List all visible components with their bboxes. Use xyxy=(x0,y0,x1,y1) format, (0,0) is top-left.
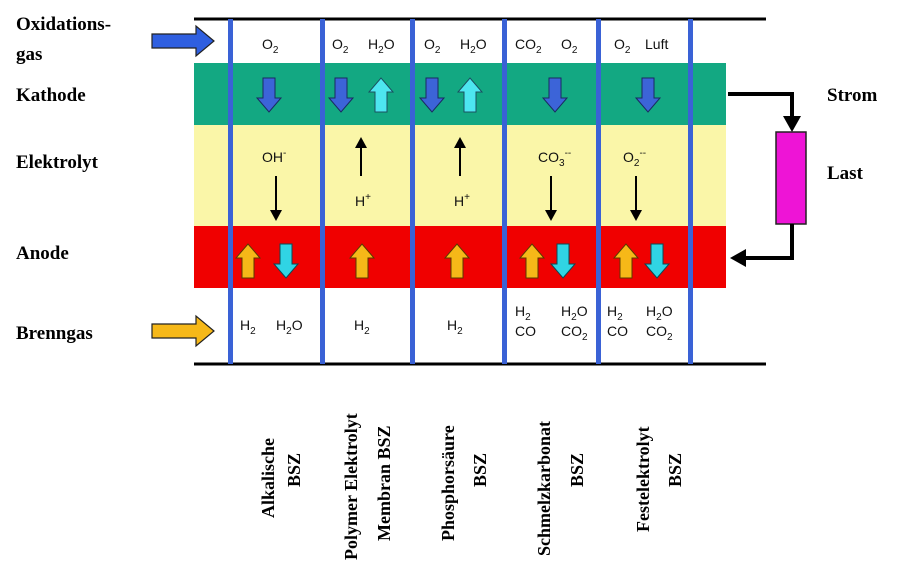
electrolyte-row: OH- H+ H+ CO3-- O2-- xyxy=(262,137,646,221)
cathode-down-arrow-icon xyxy=(327,77,355,113)
cell-label-phosphoric-line1: Phosphorsäure xyxy=(438,425,458,541)
oxidant-co2: CO2 xyxy=(515,36,542,56)
anode-up-arrow-icon xyxy=(518,243,546,279)
fuel-h2: H2 xyxy=(515,303,531,323)
fuel-co2: CO2 xyxy=(646,323,673,343)
load-resistor xyxy=(775,131,807,225)
oxidation-gas-label-line2: gas xyxy=(16,44,42,65)
divider-line xyxy=(502,19,507,364)
cathode-arrows xyxy=(255,77,662,113)
fuel-gas-row: H2 H2O H2 H2 H2 CO H2O CO2 H2 CO H2O CO2 xyxy=(240,303,673,343)
divider-line xyxy=(596,19,601,364)
oxidant-air: Luft xyxy=(645,36,668,52)
oxidant-o2: O2 xyxy=(614,36,631,56)
cathode-band xyxy=(194,63,726,125)
fuel-co: CO xyxy=(515,323,536,339)
ion-down-arrow-head xyxy=(270,210,282,221)
fuel-co: CO xyxy=(607,323,628,339)
cathode-label: Kathode xyxy=(16,85,86,106)
oxidant-o2: O2 xyxy=(561,36,578,56)
circuit-wire-bottom xyxy=(744,224,794,260)
ion-down-arrow-head xyxy=(630,210,642,221)
anode-label: Anode xyxy=(16,243,69,264)
ion-label: CO3-- xyxy=(538,148,571,169)
cell-label-pem-line2: Membran BSZ xyxy=(374,425,394,541)
fuel-h2: H2 xyxy=(240,317,256,337)
circuit-wire-top xyxy=(728,92,794,118)
oxidation-gas-label-line1: Oxidations- xyxy=(16,14,111,35)
divider-line xyxy=(688,19,693,364)
load-label: Last xyxy=(827,163,864,184)
cell-label-alkaline-line1: Alkalische xyxy=(258,438,278,518)
cell-label-phosphoric-line2: BSZ xyxy=(470,453,490,487)
fuel-h2: H2 xyxy=(354,317,370,337)
fuel-gas-label: Brenngas xyxy=(16,323,93,344)
current-label: Strom xyxy=(827,85,877,106)
cell-label-solid-oxide-line1: Festelektrolyt xyxy=(633,426,653,532)
circuit-arrow-left-icon xyxy=(730,249,746,267)
anode-down-arrow-icon xyxy=(643,243,671,279)
oxidant-h2o: H2O xyxy=(460,36,487,56)
oxidant-h2o: H2O xyxy=(368,36,395,56)
cell-label-molten-carbonate-line2: BSZ xyxy=(567,453,587,487)
fuel-h2: H2 xyxy=(447,317,463,337)
cell-label-solid-oxide-line2: BSZ xyxy=(665,453,685,487)
ion-label: OH- xyxy=(262,148,286,165)
ion-label: H+ xyxy=(454,192,470,209)
ion-label: O2-- xyxy=(623,148,646,169)
cell-label-molten-carbonate-line1: Schmelzkarbonat xyxy=(534,421,554,556)
ion-up-arrow-head xyxy=(454,137,466,148)
oxidant-o2: O2 xyxy=(424,36,441,56)
oxidant-o2: O2 xyxy=(262,36,279,56)
cathode-down-arrow-icon xyxy=(541,77,569,113)
anode-up-arrow-icon xyxy=(612,243,640,279)
anode-up-arrow-icon xyxy=(234,243,262,279)
anode-up-arrow-icon xyxy=(348,243,376,279)
fuel-h2o: H2O xyxy=(646,303,673,323)
cell-label-pem-line1: Polymer Elektrolyt xyxy=(341,413,361,560)
cathode-up-arrow-icon xyxy=(456,77,484,113)
divider-line xyxy=(228,19,233,364)
fuel-h2o: H2O xyxy=(276,317,303,337)
fuel-co2: CO2 xyxy=(561,323,588,343)
cathode-up-arrow-icon xyxy=(367,77,395,113)
ion-down-arrow-head xyxy=(545,210,557,221)
cell-label-alkaline-line2: BSZ xyxy=(284,453,304,487)
fuel-h2: H2 xyxy=(607,303,623,323)
cell-dividers xyxy=(228,19,693,364)
anode-down-arrow-icon xyxy=(549,243,577,279)
electrolyte-label: Elektrolyt xyxy=(16,152,99,173)
cathode-down-arrow-icon xyxy=(418,77,446,113)
ion-up-arrow-head xyxy=(355,137,367,148)
anode-down-arrow-icon xyxy=(272,243,300,279)
circuit-arrow-down-icon xyxy=(783,116,801,132)
cell-type-labels: Alkalische BSZ Polymer Elektrolyt Membra… xyxy=(258,413,685,560)
oxidant-o2: O2 xyxy=(332,36,349,56)
cathode-down-arrow-icon xyxy=(255,77,283,113)
divider-line xyxy=(320,19,325,364)
anode-arrows xyxy=(234,243,671,279)
oxidation-gas-arrow-icon xyxy=(151,24,215,58)
fuel-h2o: H2O xyxy=(561,303,588,323)
ion-label: H+ xyxy=(355,192,371,209)
cathode-down-arrow-icon xyxy=(634,77,662,113)
oxidant-gas-row: O2 O2 H2O O2 H2O CO2 O2 O2 Luft xyxy=(262,36,668,56)
fuel-gas-arrow-icon xyxy=(151,314,215,348)
anode-up-arrow-icon xyxy=(443,243,471,279)
divider-line xyxy=(410,19,415,364)
